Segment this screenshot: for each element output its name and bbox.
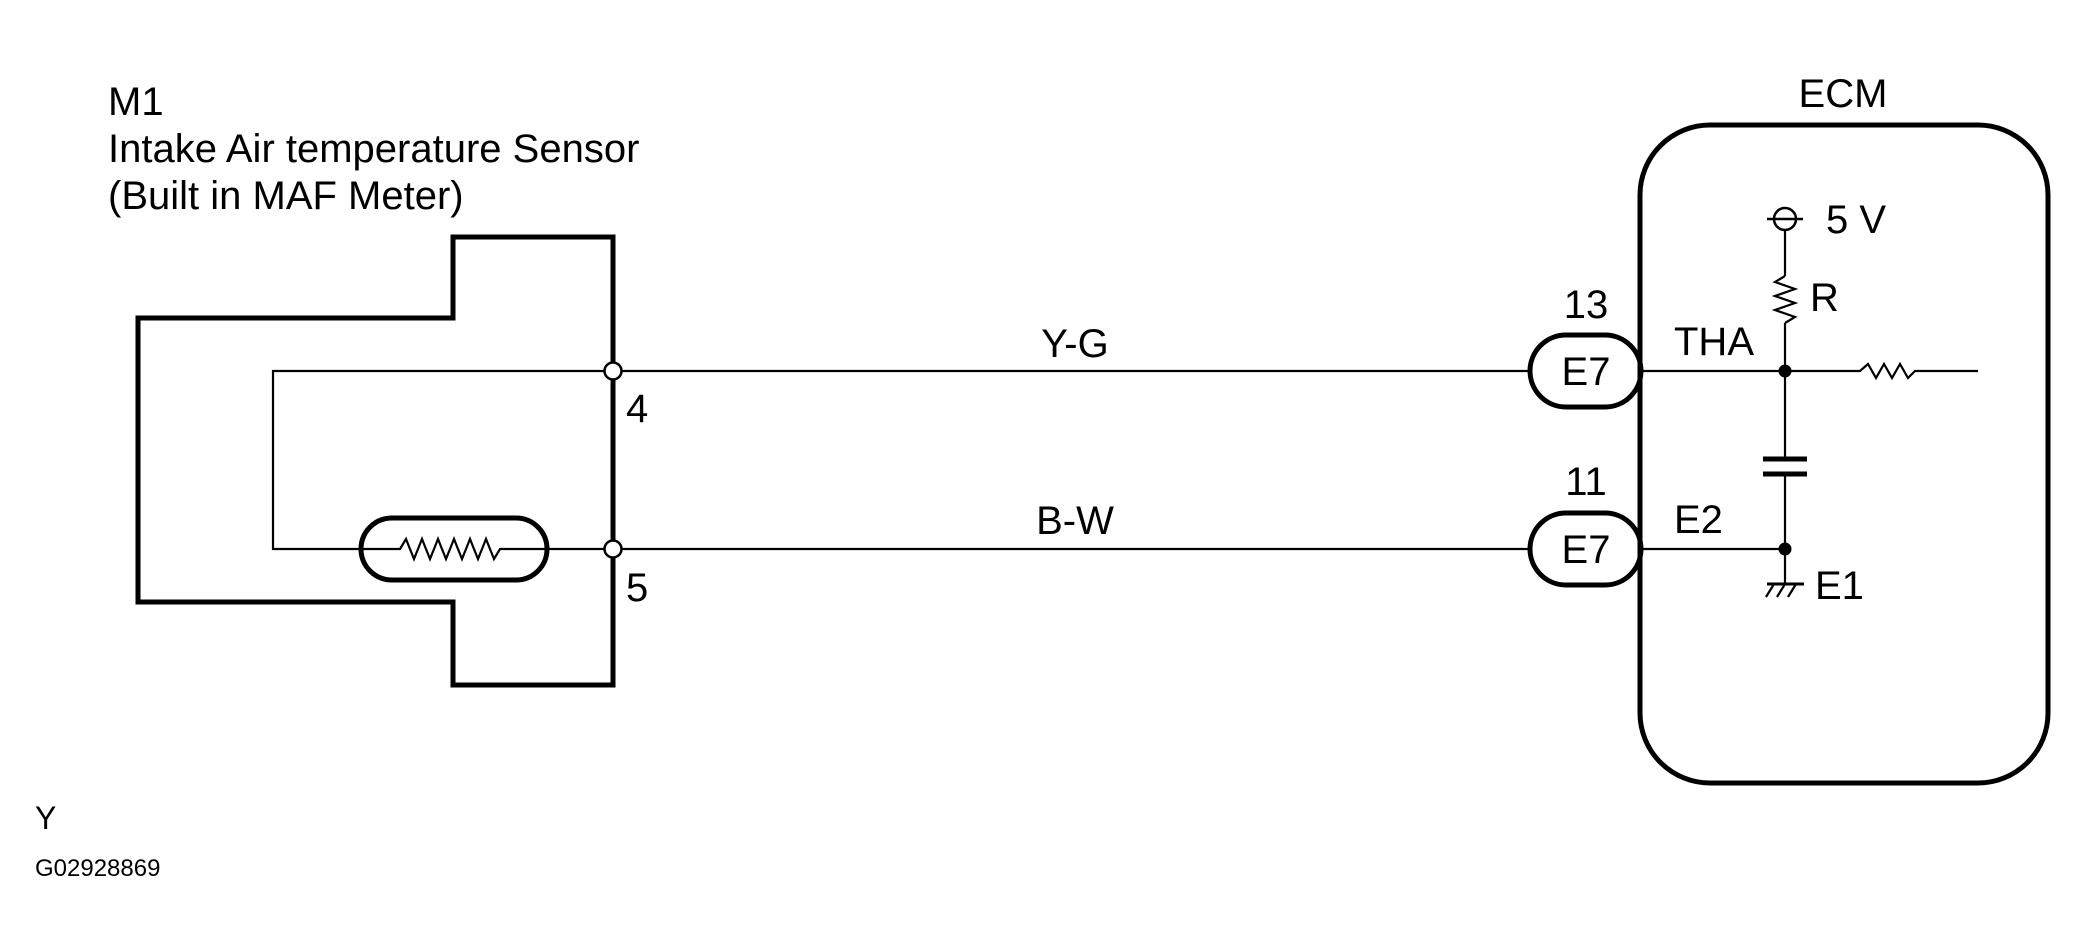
sensor-name: Intake Air temperature Sensor: [108, 127, 639, 171]
thermistor-icon: [363, 536, 545, 562]
connector-label-1: E7: [1562, 350, 1611, 394]
wire-color-b-w: B-W: [1036, 499, 1114, 543]
sensor-pin-4-terminal: [603, 361, 623, 381]
resistor-label: R: [1810, 276, 1839, 320]
ecm-title: ECM: [1799, 72, 1888, 116]
terminal-e2: E2: [1674, 498, 1723, 542]
sensor-code: M1: [108, 80, 164, 124]
wire-color-y-g: Y-G: [1041, 322, 1108, 366]
sensor-pin-5-terminal: [603, 539, 623, 559]
sensor-note: (Built in MAF Meter): [108, 174, 464, 218]
sensor-pin-4-label: 4: [626, 387, 648, 431]
sensor-pin-5-label: 5: [626, 566, 648, 610]
connector-pin-13: 13: [1564, 283, 1609, 327]
footer-mark: Y: [35, 800, 56, 836]
connector-pin-11: 11: [1565, 460, 1607, 504]
pullup-resistor-icon: [1771, 275, 1799, 324]
ground-icon: [1765, 582, 1804, 598]
thermistor-capsule: [358, 515, 550, 583]
footer-code: G02928869: [35, 855, 160, 882]
terminal-tha: THA: [1674, 320, 1754, 364]
supply-voltage: 5 V: [1826, 198, 1886, 242]
ecm-output-resistor: [1857, 361, 1978, 381]
connector-label-2: E7: [1562, 528, 1611, 572]
sensor-housing: [135, 234, 616, 688]
ground-label: E1: [1815, 564, 1864, 608]
ecm-box: [1637, 122, 2051, 786]
sensor-internal-wire: [271, 369, 612, 551]
